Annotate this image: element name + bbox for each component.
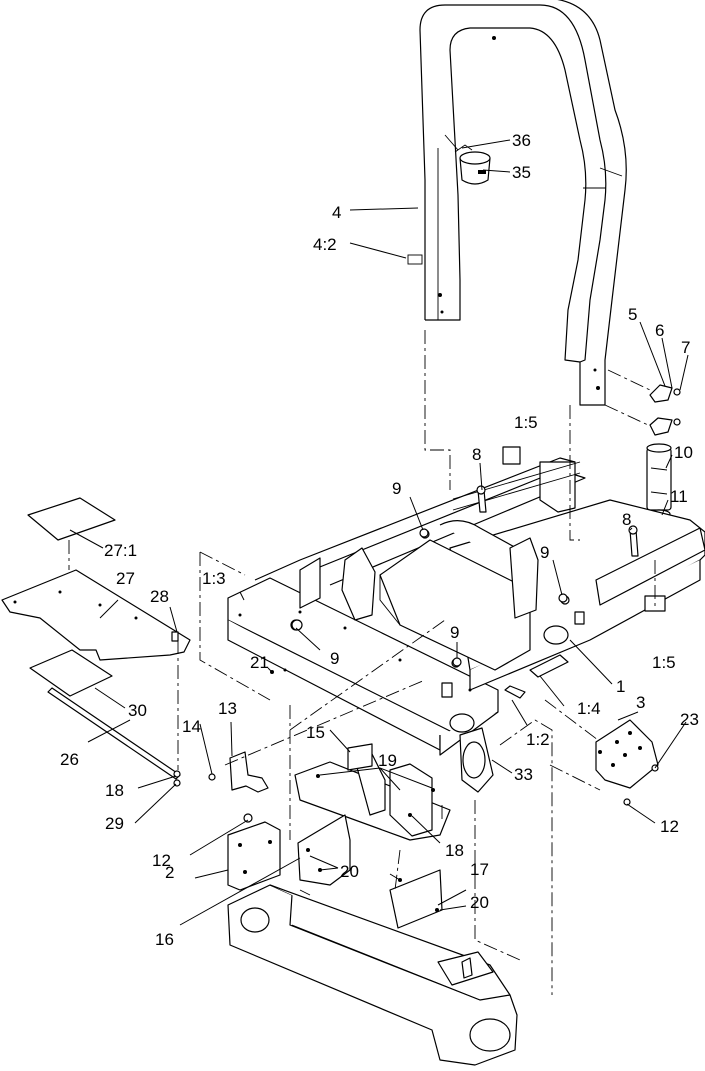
bracket-13 [229, 751, 269, 793]
callout-11: 11 [670, 487, 688, 506]
callout-9-a: 9 [392, 479, 401, 498]
callout-9-d: 9 [330, 649, 339, 668]
callout-9-c: 9 [450, 623, 459, 642]
callout-1-4: 1:4 [577, 699, 601, 718]
bolt-14 [208, 773, 216, 781]
callout-labels: 36 35 4 4:2 5 6 7 10 11 8 1:5 9 8 9 27:1… [60, 131, 699, 949]
callout-35: 35 [512, 163, 531, 182]
callout-12-left: 12 [152, 851, 171, 870]
roll-bar-part [407, 0, 627, 406]
spindle-33 [459, 727, 494, 793]
callout-18-left: 18 [105, 781, 124, 800]
callout-21: 21 [250, 653, 269, 672]
callout-29: 29 [105, 814, 124, 833]
callout-30: 30 [128, 701, 147, 720]
callout-9-b: 9 [540, 543, 549, 562]
decal-1-5-upper [502, 446, 521, 465]
footrest-part [595, 719, 659, 806]
rear-axle-part [227, 884, 518, 1066]
shield-part [294, 743, 451, 841]
callout-12-right: 12 [660, 817, 679, 836]
callout-20-right: 20 [470, 893, 489, 912]
callout-1-3: 1:3 [202, 569, 226, 588]
callout-7: 7 [681, 338, 690, 357]
callout-5: 5 [628, 305, 637, 324]
side-plate-2 [227, 813, 281, 891]
callout-1-5-right: 1:5 [652, 653, 676, 672]
cup-holder-part [444, 134, 491, 185]
callout-28: 28 [150, 587, 169, 606]
callout-33: 33 [514, 765, 533, 784]
callout-27: 27 [116, 569, 135, 588]
callout-4: 4 [332, 203, 341, 222]
main-frame-part [227, 457, 705, 756]
callout-14: 14 [182, 717, 201, 736]
callout-1-2: 1:2 [526, 730, 550, 749]
callout-27-1: 27:1 [104, 541, 137, 560]
callout-17: 17 [470, 860, 489, 879]
callout-8-right: 8 [622, 510, 631, 529]
decal-1-4 [529, 654, 569, 678]
callout-36: 36 [512, 131, 531, 150]
callout-13: 13 [218, 699, 237, 718]
callout-26: 26 [60, 750, 79, 769]
callout-1-5-upper: 1:5 [514, 413, 538, 432]
assembly-lines [68, 330, 656, 995]
callout-15: 15 [306, 723, 325, 742]
seat-pan-part [1, 497, 191, 787]
callout-18-right: 18 [445, 841, 464, 860]
bolts [291, 485, 639, 667]
leader-lines [69, 139, 689, 926]
callout-4-2: 4:2 [313, 235, 337, 254]
callout-1: 1 [616, 677, 625, 696]
callout-3: 3 [636, 693, 645, 712]
callout-20-left: 20 [340, 862, 359, 881]
callout-6: 6 [655, 321, 664, 340]
callout-10: 10 [674, 443, 693, 462]
callout-2: 2 [165, 863, 174, 882]
callout-16: 16 [155, 930, 174, 949]
callout-19: 19 [378, 751, 397, 770]
callout-8-upper: 8 [472, 445, 481, 464]
callout-23: 23 [680, 710, 699, 729]
